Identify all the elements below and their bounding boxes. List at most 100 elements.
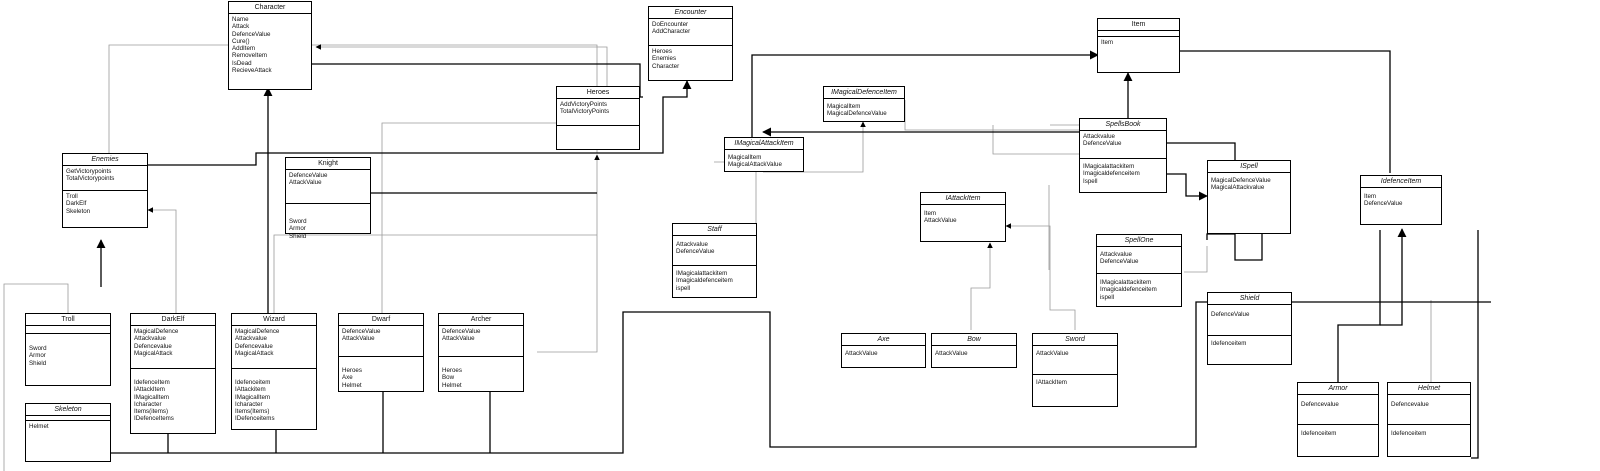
class-archer-title: Archer	[439, 314, 523, 326]
class-encounter[interactable]: Encounter DoEncounter AddCharacter Heroe…	[648, 6, 733, 81]
attr: AttackValue	[924, 217, 957, 225]
class-troll[interactable]: Troll Sword Armor Shield	[25, 313, 111, 386]
class-item[interactable]: Item Item	[1097, 18, 1180, 73]
class-sword[interactable]: Sword AttackValue IAttackItem	[1032, 333, 1118, 407]
class-helmet-methods: Idefenceitem	[1388, 424, 1470, 439]
class-iattackitem[interactable]: IAttackItem Item AttackValue	[920, 192, 1006, 242]
class-darkelf-methods: IdefenceItem IAttackItem IMagicalItem Ic…	[131, 368, 215, 425]
class-armor-methods: Idefenceitem	[1298, 424, 1378, 439]
attr: Item	[1364, 193, 1377, 200]
attr: RemoveItem	[232, 52, 268, 60]
method: Armor	[29, 352, 46, 360]
class-heroes[interactable]: Heroes AddVictoryPoints TotalVictoryPoin…	[556, 86, 640, 150]
class-idefenceitem[interactable]: IdefenceItem Item DefenceValue	[1360, 175, 1442, 225]
method: Idefenceitem	[1211, 340, 1247, 347]
attr: Helmet	[29, 423, 49, 430]
method: Items(Items)	[235, 408, 270, 416]
attr: Attackvalue	[676, 241, 708, 248]
class-armor[interactable]: Armor Defencevalue Idefenceitem	[1297, 382, 1379, 457]
method: Sword	[289, 218, 307, 225]
method: Items(items)	[134, 408, 169, 416]
class-spellbook[interactable]: SpellsBook Attackvalue DefenceValue IMag…	[1079, 118, 1167, 193]
class-ispell-title: ISpell	[1208, 161, 1290, 173]
method: Bow	[442, 374, 455, 382]
class-imagicaldefenceitem[interactable]: IMagicalDefenceItem MagicalItem MagicalD…	[823, 86, 905, 122]
method: Imagicaldefenceitem	[676, 277, 733, 285]
class-darkelf[interactable]: DarkElf MagicalDefence Attackvalue Defen…	[130, 313, 216, 434]
method: Idefenceitem	[1391, 430, 1427, 437]
class-shield-attributes: DefenceValue	[1208, 305, 1291, 335]
class-enemies-attributes: GetVictorypoints TotalVictorypoints	[63, 166, 147, 190]
attr: AttackValue	[342, 335, 375, 343]
class-character-attributes: Name Attack DefenceValue Cure() AddItem …	[229, 14, 311, 94]
class-helmet-attributes: Defencevalue	[1388, 395, 1470, 424]
class-shield-title: Shield	[1208, 293, 1291, 305]
method: Enemies	[652, 55, 677, 63]
attr: AddItem	[232, 45, 256, 53]
attr: GetVictorypoints	[66, 168, 112, 175]
class-dwarf-title: Dwarf	[339, 314, 423, 326]
method: Ispell	[1083, 177, 1098, 185]
class-axe[interactable]: Axe AttackValue	[841, 333, 926, 368]
class-character[interactable]: Character Name Attack DefenceValue Cure(…	[228, 1, 312, 90]
class-staff[interactable]: Staff Attackvalue DefenceValue IMagicala…	[672, 223, 757, 298]
class-item-attributes: Item	[1098, 36, 1179, 48]
method: Icharacter	[235, 400, 263, 408]
class-wizard-title: Wizard	[232, 314, 316, 326]
class-knight[interactable]: Knight DefenceValue AttackValue Sword Ar…	[285, 157, 371, 240]
method: Axe	[342, 374, 353, 382]
class-wizard[interactable]: Wizard MagicalDefence Attackvalue Defenc…	[231, 313, 317, 430]
class-dwarf[interactable]: Dwarf DefenceValue AttackValue Heroes Ax…	[338, 313, 424, 392]
method: IAttackItem	[134, 386, 165, 394]
class-archer-attributes: DefenceValue AttackValue	[439, 326, 523, 356]
attr: TotalVictoryPoints	[560, 108, 610, 116]
method: Helmet	[442, 381, 462, 389]
class-sword-methods: IAttackItem	[1033, 374, 1117, 388]
class-encounter-methods: Heroes Enemies Character	[649, 45, 732, 72]
class-spellbook-methods: IMagicalattackitem Imagicaldefenceitem I…	[1080, 158, 1166, 187]
class-bow[interactable]: Bow AttackValue	[931, 333, 1017, 368]
attr: Name	[232, 16, 249, 23]
method: ispell	[676, 284, 691, 292]
method: IMagicalItem	[235, 393, 271, 401]
attr: AttackValue	[1036, 350, 1069, 357]
class-spellone-attributes: Attackvalue DefenceValue	[1097, 247, 1181, 273]
method: DarkElf	[66, 200, 87, 208]
class-dwarf-attributes: DefenceValue AttackValue	[339, 326, 423, 356]
attr: AddVictoryPoints	[560, 101, 608, 108]
class-helmet[interactable]: Helmet Defencevalue Idefenceitem	[1387, 382, 1471, 457]
method: Helmet	[342, 381, 362, 389]
attr: Item	[1101, 39, 1114, 46]
class-staff-title: Staff	[673, 224, 756, 236]
class-skeleton-title: Skeleton	[26, 404, 110, 416]
class-enemies[interactable]: Enemies GetVictorypoints TotalVictorypoi…	[62, 153, 148, 228]
attr: MagicalDefenceValue	[827, 110, 887, 118]
class-armor-title: Armor	[1298, 383, 1378, 395]
class-axe-title: Axe	[842, 334, 925, 346]
class-bow-title: Bow	[932, 334, 1016, 346]
attr: AttackValue	[442, 335, 475, 343]
class-knight-title: Knight	[286, 158, 370, 170]
class-ispell[interactable]: ISpell MagicalDefenceValue MagicalAttack…	[1207, 160, 1291, 234]
class-imagicaldefenceitem-title: IMagicalDefenceItem	[824, 87, 904, 99]
class-shield[interactable]: Shield DefenceValue Idefenceitem	[1207, 292, 1292, 365]
attr: DefenceValue	[232, 30, 271, 38]
method: IAttackitem	[235, 386, 266, 394]
class-skeleton[interactable]: Skeleton Helmet	[25, 403, 111, 462]
class-archer[interactable]: Archer DefenceValue AttackValue Heroes B…	[438, 313, 524, 392]
attr: IsDead	[232, 59, 252, 67]
method: Sword	[29, 345, 47, 352]
class-spellone[interactable]: SpellOne Attackvalue DefenceValue IMagic…	[1096, 234, 1182, 307]
class-imagicalattackitem[interactable]: IMagicalAttackItem MagicalItem MagicalAt…	[724, 137, 804, 172]
attr: DefenceValue	[1083, 140, 1122, 148]
class-imagicalattackitem-attributes: MagicalItem MagicalAttackValue	[725, 150, 803, 171]
class-darkelf-attributes: MagicalDefence Attackvalue Defencevalue …	[131, 326, 215, 368]
class-heroes-methods	[557, 125, 639, 130]
attr: Attackvalue	[1083, 133, 1115, 140]
method: Shield	[289, 232, 307, 240]
attr: MagicalAttackValue	[728, 161, 782, 169]
class-spellone-methods: IMagicalattackitem Imagicaldefenceitem i…	[1097, 273, 1181, 303]
class-enemies-title: Enemies	[63, 154, 147, 166]
class-troll-methods: Sword Armor Shield	[26, 333, 110, 369]
attr: AttackValue	[845, 350, 878, 357]
